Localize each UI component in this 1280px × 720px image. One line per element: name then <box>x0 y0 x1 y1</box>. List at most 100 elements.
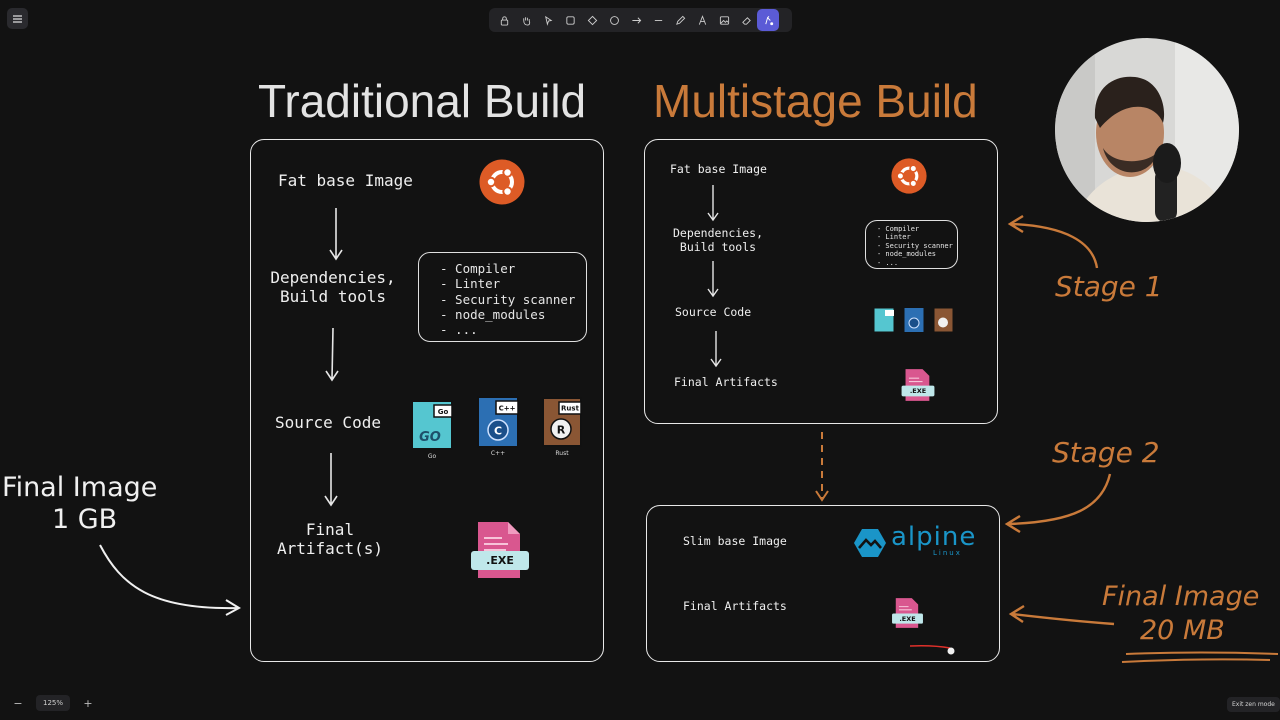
list-item: - Linter <box>877 233 911 242</box>
stage2-annotation: Stage 2 <box>1052 436 1160 469</box>
hamburger-icon <box>13 14 22 23</box>
lock-icon <box>500 15 508 26</box>
trad-final-line1: Final <box>305 520 355 539</box>
stage1-arrow-2 <box>707 261 719 298</box>
multistage-final-image-size: 20 MB <box>1140 615 1225 646</box>
trad-fat-base-label: Fat base Image <box>278 171 413 190</box>
trad-final-image-arrow <box>99 544 242 616</box>
trad-final-image-line1: Final Image <box>2 472 158 503</box>
zoom-in-button[interactable]: + <box>83 696 93 710</box>
rectangle-icon <box>565 15 575 25</box>
trad-deps-line2: Build tools <box>280 287 386 306</box>
laser-tool[interactable] <box>757 9 779 31</box>
ellipse-icon <box>609 15 619 25</box>
cpp-file-icon: C++ C C++ <box>476 395 520 457</box>
stage1-box <box>644 139 998 424</box>
trad-deps-label: Dependencies, Build tools <box>266 268 400 306</box>
stage1-arrow-1 <box>707 185 719 222</box>
presenter-webcam <box>1055 38 1239 222</box>
multistage-final-image-label: Final Image 20 MB <box>1102 580 1259 648</box>
stage2-exe-file-icon: .EXE <box>890 597 925 629</box>
stage1-final-label: Final Artifacts <box>674 375 778 389</box>
list-item: - ... <box>877 258 899 267</box>
stage1-language-icons <box>873 306 957 336</box>
multistage-size-underline <box>1121 651 1279 663</box>
stage2-annotation-arrow <box>1004 473 1112 534</box>
rectangle-tool[interactable] <box>559 9 581 31</box>
line-icon <box>654 19 662 21</box>
multistage-final-image-line1: Final Image <box>1102 581 1260 612</box>
eraser-tool[interactable] <box>735 9 757 31</box>
laser-pointer-trail <box>909 645 955 655</box>
list-item: - Linter <box>440 276 501 292</box>
hand-tool[interactable] <box>515 9 537 31</box>
cpp-caption: C++ <box>490 450 506 457</box>
zoom-out-button[interactable]: − <box>13 696 23 710</box>
trad-deps-line1: Dependencies, <box>270 268 396 287</box>
pointer-icon <box>544 15 552 26</box>
trad-final-image-label: Final Image 1 GB <box>2 472 157 536</box>
list-item: - Compiler <box>877 225 920 233</box>
line-tool[interactable] <box>647 9 669 31</box>
go-file-icon <box>873 307 895 333</box>
alpine-linux-logo: alpine Linux <box>853 522 975 560</box>
arrow-tool[interactable] <box>625 9 647 31</box>
stage1-exe-label: .EXE <box>909 387 927 395</box>
stage1-fat-base-label: Fat base Image <box>670 162 767 176</box>
exit-zen-mode-button[interactable]: Exit zen mode <box>1227 697 1280 712</box>
svg-text:C: C <box>494 425 502 438</box>
text-icon <box>698 14 706 25</box>
trad-final-line2: Artifact(s) <box>277 539 383 558</box>
stage-transition-arrow <box>815 432 829 502</box>
svg-text:GO: GO <box>419 430 441 445</box>
svg-text:C++: C++ <box>499 405 516 413</box>
ubuntu-logo <box>479 159 525 205</box>
stage1-annotation-arrow <box>1007 214 1099 269</box>
stage1-arrow-3 <box>710 331 722 368</box>
zoom-level[interactable]: 125% <box>36 695 71 711</box>
stage1-annotation: Stage 1 <box>1055 270 1163 303</box>
zoom-controls: − 125% + <box>8 694 98 712</box>
traditional-build-title: Traditional Build <box>258 75 587 127</box>
traditional-build-box <box>250 139 604 662</box>
svg-text:Go: Go <box>438 408 449 416</box>
cpp-file-icon <box>903 307 925 333</box>
diamond-tool[interactable] <box>581 9 603 31</box>
rust-caption: Rust <box>555 450 569 457</box>
stage2-slim-base-label: Slim base Image <box>683 534 787 548</box>
stage1-deps-line2: Build tools <box>679 240 757 254</box>
main-menu-button[interactable] <box>7 8 28 29</box>
selection-tool[interactable] <box>537 9 559 31</box>
image-tool[interactable] <box>713 9 735 31</box>
list-item: - node_modules <box>877 250 937 259</box>
lock-tool[interactable] <box>493 9 515 31</box>
list-item: - Security scanner <box>440 291 576 307</box>
arrow-icon <box>631 16 641 24</box>
trad-arrow-1 <box>329 208 343 261</box>
stage1-deps-label: Dependencies, Build tools <box>664 226 772 254</box>
trad-exe-label: .EXE <box>486 554 514 567</box>
alpine-linux-subtitle: Linux <box>933 549 962 557</box>
stage2-final-label: Final Artifacts <box>683 599 787 613</box>
stage2-exe-label: .EXE <box>899 615 916 623</box>
laser-icon <box>764 15 773 25</box>
multistage-final-image-arrow <box>1008 604 1115 626</box>
svg-text:Rust: Rust <box>561 405 580 413</box>
text-tool[interactable] <box>691 9 713 31</box>
trad-tools-list: - Compiler - Linter - Security scanner -… <box>418 252 587 342</box>
trad-final-artifacts-label: Final Artifact(s) <box>270 520 390 558</box>
eraser-icon <box>741 16 751 25</box>
trad-source-label: Source Code <box>275 413 381 432</box>
drawing-toolbar <box>489 8 792 32</box>
list-item: - Security scanner <box>877 241 953 250</box>
list-item: - ... <box>440 322 478 338</box>
alpine-wordmark: alpine <box>891 522 977 552</box>
multistage-build-title: Multistage Build <box>653 75 978 127</box>
draw-tool[interactable] <box>669 9 691 31</box>
stage1-source-label: Source Code <box>675 305 752 319</box>
ellipse-tool[interactable] <box>603 9 625 31</box>
svg-text:R: R <box>557 424 566 437</box>
trad-exe-file-icon: .EXE <box>470 520 530 580</box>
